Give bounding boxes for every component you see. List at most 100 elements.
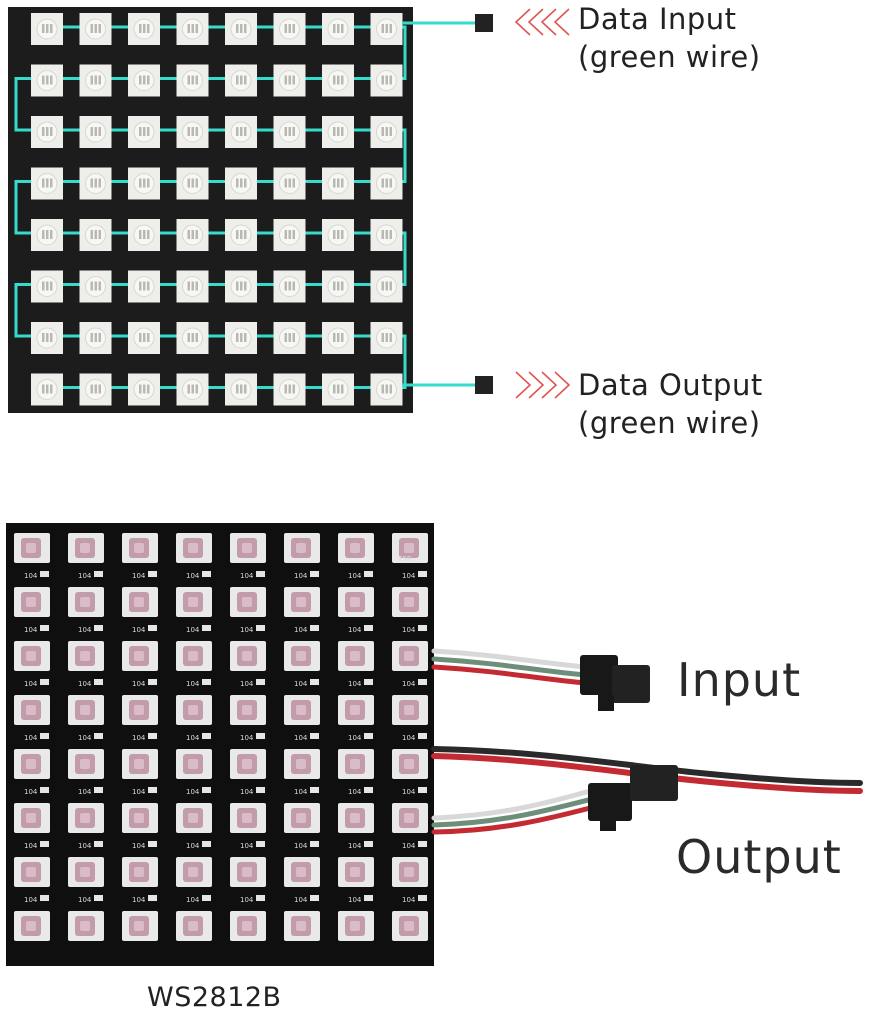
pcb-led: 104 (338, 857, 374, 904)
led-pixel (128, 64, 160, 97)
pcb-led: 104 (230, 533, 266, 580)
led-pixel (273, 116, 306, 148)
output-terminal (475, 376, 493, 394)
led-pixel (225, 167, 257, 200)
resistor-label: 104 (24, 572, 38, 580)
resistor (310, 571, 319, 577)
pcb-led: 104 (392, 641, 428, 688)
pcb-led: 104 (14, 587, 50, 634)
led-pixel (370, 64, 403, 97)
led-pixel (31, 167, 63, 200)
resistor (418, 625, 427, 631)
pcb-led: 104 (68, 641, 104, 688)
led-pixel (128, 116, 160, 148)
resistor-label: 104 (240, 680, 254, 688)
resistor-label: 104 (402, 626, 416, 634)
resistor-label: 104 (240, 626, 254, 634)
led-pixel (176, 167, 209, 200)
resistor-label: 104 (348, 680, 362, 688)
pcb-led: 104 (338, 587, 374, 634)
resistor-label: 104 (132, 788, 146, 796)
resistor (364, 787, 373, 793)
resistor (418, 679, 427, 685)
output-cable (431, 788, 597, 835)
led-pixel (128, 373, 160, 406)
pcb-led: 104 (284, 803, 320, 850)
pcb-led: 104 (68, 803, 104, 850)
led-pixel (370, 322, 403, 354)
resistor-label: 104 (240, 896, 254, 904)
led-pixel (176, 373, 209, 406)
pcb-led: 104 (284, 587, 320, 634)
led-pixel (79, 373, 112, 406)
resistor (418, 841, 427, 847)
resistor (94, 679, 103, 685)
pcb-led: 104 (68, 533, 104, 580)
resistor (364, 733, 373, 739)
resistor-label: 104 (132, 896, 146, 904)
resistor-label: 104 (186, 572, 200, 580)
led-pixel (370, 167, 403, 200)
pcb-led: 104 (14, 857, 50, 904)
led-pixel (322, 116, 354, 148)
data-input-note: (green wire) (578, 40, 761, 74)
resistor-label: 104 (78, 788, 92, 796)
pcb-led: 104 (284, 695, 320, 742)
pcb-led: 104 (230, 695, 266, 742)
led-pixel (273, 167, 306, 200)
led-pixel (79, 64, 112, 97)
pcb-led: 104 (230, 587, 266, 634)
led-pixel (322, 64, 354, 97)
resistor-label: 104 (348, 626, 362, 634)
led-pixel (128, 219, 160, 251)
resistor (364, 571, 373, 577)
resistor-label: 104 (348, 896, 362, 904)
resistor-label: 104 (78, 680, 92, 688)
resistor-label: 104 (24, 680, 38, 688)
resistor (202, 841, 211, 847)
output-arrow-icon (515, 371, 571, 399)
resistor (94, 733, 103, 739)
resistor (310, 895, 319, 901)
pcb-led: 104 (122, 641, 158, 688)
pcb-led (230, 911, 266, 941)
resistor-label: 104 (402, 788, 416, 796)
resistor (256, 895, 265, 901)
led-pixel (31, 219, 63, 251)
pcb-led (392, 911, 428, 941)
input-terminal (475, 14, 493, 32)
resistor (364, 679, 373, 685)
resistor-label: 104 (24, 788, 38, 796)
led-pixel (273, 219, 306, 251)
resistor (148, 733, 157, 739)
resistor-label: 104 (78, 626, 92, 634)
led-pixel (322, 373, 354, 406)
power-wires (431, 746, 863, 794)
data-output-note: (green wire) (578, 406, 761, 440)
resistor (256, 571, 265, 577)
pcb-led: 104 (392, 749, 428, 796)
resistor (148, 679, 157, 685)
led-pixel (79, 219, 112, 251)
resistor-label: 104 (294, 626, 308, 634)
resistor (94, 625, 103, 631)
resistor (202, 787, 211, 793)
led-pixel (225, 116, 257, 148)
led-pixel (176, 13, 209, 45)
led-pixel (322, 270, 354, 303)
resistor (40, 733, 49, 739)
input-cable (431, 648, 588, 686)
resistor-label: 104 (24, 896, 38, 904)
resistor (94, 571, 103, 577)
led-pixel (322, 13, 354, 45)
resistor (310, 679, 319, 685)
led-pixel (79, 13, 112, 45)
resistor (148, 571, 157, 577)
resistor (40, 625, 49, 631)
pcb-led: 104 (284, 749, 320, 796)
resistor (202, 679, 211, 685)
resistor-label: 104 (402, 842, 416, 850)
resistor-label: 104 (348, 842, 362, 850)
resistor (202, 625, 211, 631)
resistor-label: 104 (132, 842, 146, 850)
